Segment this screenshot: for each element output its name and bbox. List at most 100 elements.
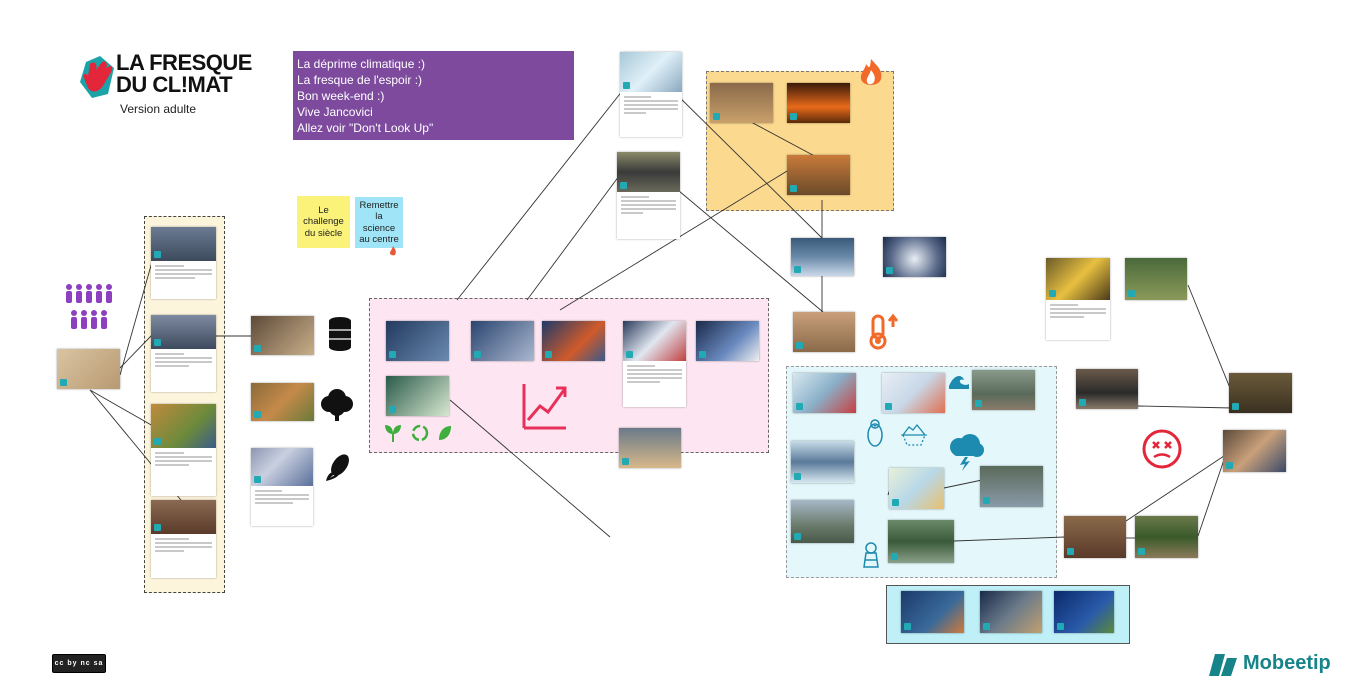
card-water-cycle[interactable] [620,52,682,137]
card-badge [794,473,801,480]
card-badge [790,185,797,192]
card-badge [154,438,161,445]
card-transport[interactable] [151,500,216,578]
recycle-icon [411,424,429,442]
dead-face-icon [1141,428,1183,470]
card-badge [474,351,481,358]
iceberg-icon [901,423,927,447]
purple-note-line: La déprime climatique :) [297,56,570,72]
purple-note-line: Allez voir "Don't Look Up" [297,120,570,136]
card-precipitation[interactable] [889,468,944,509]
card-badge [1138,548,1145,555]
card-badge [699,351,706,358]
card-ipcc-report[interactable] [623,321,686,407]
card-famines[interactable] [1064,516,1126,558]
growth-chart-icon [520,380,570,432]
card-heatwaves[interactable] [787,155,850,195]
card-human-health[interactable] [1223,430,1286,472]
card-building[interactable] [151,227,216,299]
card-sea-level-rise[interactable] [882,373,945,413]
card-badge [254,345,261,352]
card-climate-refugees[interactable] [1076,369,1138,409]
card-badge [154,339,161,346]
card-permafrost[interactable] [617,152,680,239]
card-badge [975,400,982,407]
purple-note[interactable]: La déprime climatique :) La fresque de l… [293,51,574,140]
card-floods[interactable] [980,466,1043,507]
card-sea-ice-melt[interactable] [791,441,854,483]
card-marine-biodiversity[interactable] [901,591,964,633]
card-badge [154,251,161,258]
card-industry[interactable] [151,315,216,392]
logo: LA FRESQUE DU CL!MAT Version adulte [78,52,278,122]
license-badge: cc by nc sa [52,654,106,673]
card-badge [886,267,893,274]
oil-barrel-icon [327,316,353,352]
card-cyclones[interactable] [883,237,946,277]
card-agriculture[interactable] [151,404,216,496]
logo-line2: DU CL!MAT [116,74,232,96]
card-fertilizers[interactable] [251,448,313,526]
card-freshwater[interactable] [888,520,954,563]
fire-icon [857,58,885,88]
card-greenhouse-effect[interactable] [542,321,605,361]
fire-small-icon [389,246,397,256]
card-temperature-rise[interactable] [791,238,854,276]
card-calcifiers[interactable] [980,591,1042,633]
card-carbon-sinks[interactable] [386,376,449,416]
card-fossil-fuels[interactable] [251,316,314,355]
card-badge [254,411,261,418]
card-badge [1049,290,1056,297]
purple-note-line: Bon week-end :) [297,88,570,104]
card-badge [626,351,633,358]
storm-icon [945,433,985,471]
card-badge [983,623,990,630]
card-badge [1128,290,1135,297]
card-badge [1232,403,1239,410]
card-badge [794,266,801,273]
card-badge [60,379,67,386]
sticky-note-yellow[interactable]: Le challenge du siècle [297,196,350,248]
card-aerosols[interactable] [619,428,681,468]
card-badge [1226,462,1233,469]
card-badge [892,499,899,506]
card-badge [790,113,797,120]
card-badge [713,113,720,120]
card-co2-concentration[interactable] [471,321,534,361]
card-ice-sheets[interactable] [793,373,856,413]
card-ocean-warming[interactable] [793,312,855,352]
brand-logo-icon [1207,650,1239,678]
card-droughts[interactable] [710,83,773,123]
card-badge [1057,623,1064,630]
card-terrestrial-biodiversity[interactable] [1046,258,1110,340]
brand-badge[interactable]: Mobeetip [1201,647,1361,680]
thermometer-icon [863,313,903,351]
card-badge [794,533,801,540]
card-badge [1067,548,1074,555]
card-ocean-acidification[interactable] [1054,591,1114,633]
sticky-note-blue[interactable]: Remettre la science au centre [355,197,403,248]
card-deforestation[interactable] [251,383,314,421]
card-badge [254,476,261,483]
card-crop-yields[interactable] [1135,516,1198,558]
card-badge [796,403,803,410]
purple-note-line: La fresque de l'espoir :) [297,72,570,88]
brand-name: Mobeetip [1243,652,1331,675]
card-badge [389,406,396,413]
card-armed-conflicts[interactable] [1229,373,1292,413]
card-human-activities[interactable] [57,349,120,389]
card-submersion[interactable] [972,370,1035,410]
card-co2-emissions[interactable] [386,321,449,361]
card-wildfires[interactable] [787,83,850,123]
card-glaciers[interactable] [791,500,854,543]
card-energy-budget[interactable] [696,321,759,361]
card-badge [796,342,803,349]
corn-icon [322,451,354,483]
card-badge [623,82,630,89]
card-badge [891,553,898,560]
card-badge [622,458,629,465]
card-badge [620,182,627,189]
card-vector-diseases[interactable] [1125,258,1187,300]
card-badge [983,497,990,504]
card-badge [154,524,161,531]
